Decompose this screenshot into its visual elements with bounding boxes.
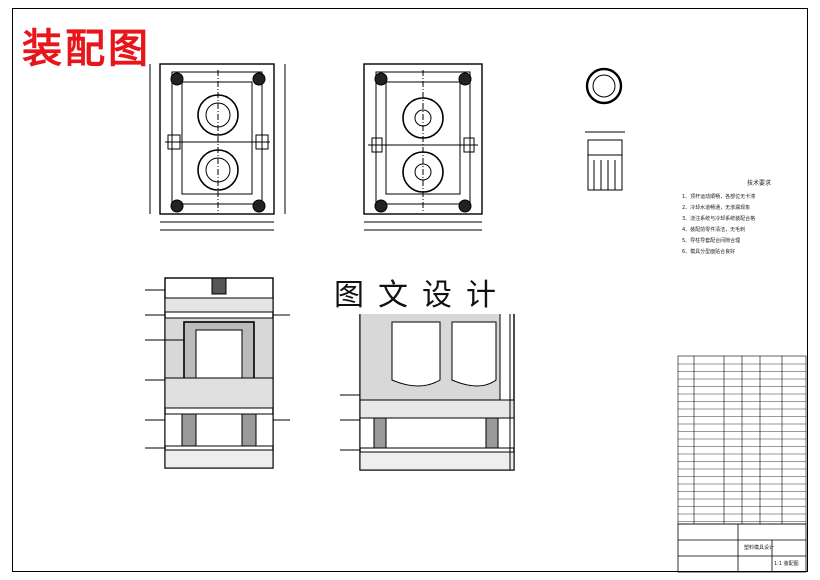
requirements-heading: 技术要求	[746, 180, 771, 187]
requirement-line: 5、导柱导套配合间隙合理	[682, 238, 741, 244]
bom-rows	[678, 363, 806, 522]
requirement-line: 2、冷却水道畅通，无渗漏现象	[682, 205, 751, 211]
section-left	[145, 277, 290, 469]
requirement-line: 3、浇注系统与冷却系统装配合格	[682, 216, 756, 222]
technical-requirements: 技术要求 1、顶杆运动顺畅，各部位无卡滞 2、冷却水道畅通，无渗漏现象 3、浇注…	[682, 178, 806, 258]
requirement-line: 6、模具分型面贴合良好	[682, 249, 736, 255]
drawing-frame	[12, 8, 808, 572]
section-right	[340, 290, 515, 471]
titleblock-name: 塑料模具设计	[744, 545, 775, 551]
watermark: 图文设计	[328, 270, 516, 314]
titleblock-drawing-no: 1:1 装配图	[774, 561, 799, 567]
part-top-view	[585, 67, 623, 105]
plan-view-right	[363, 63, 483, 231]
requirement-line: 4、装配前零件清洁，无毛刺	[682, 227, 746, 233]
requirement-line: 1、顶杆运动顺畅，各部位无卡滞	[682, 194, 756, 200]
part-side-view	[585, 131, 625, 191]
title-block	[677, 523, 807, 573]
drawing-title: 装配图	[22, 25, 151, 72]
plan-view-left	[149, 63, 286, 231]
